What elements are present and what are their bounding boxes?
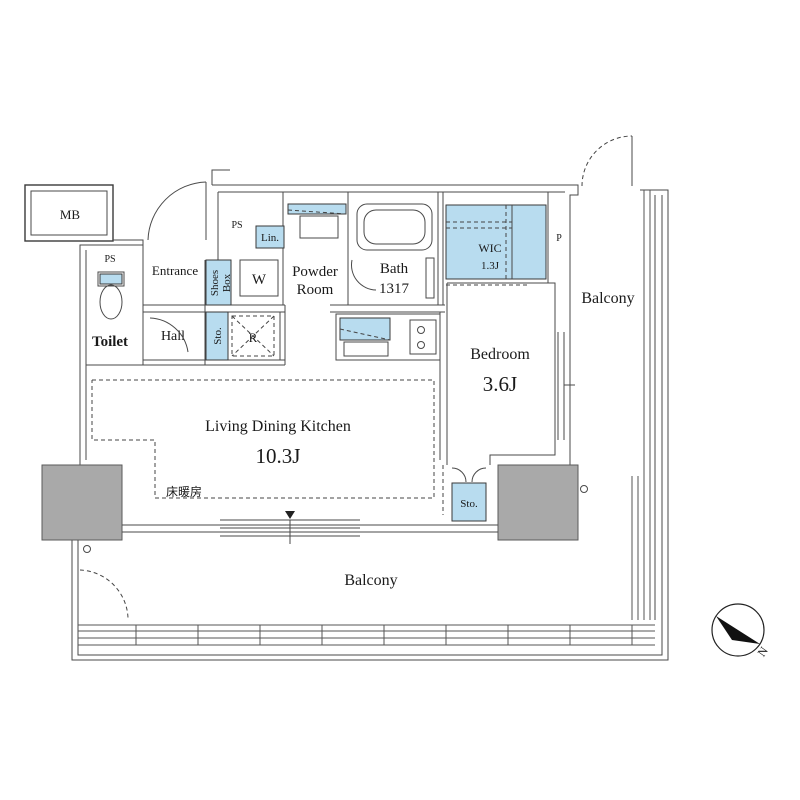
compass-north-label: N [755,644,772,659]
linen-storage [255,225,285,249]
balcony-door-top-icon [581,135,633,187]
kitchen-counter [335,313,441,361]
bathtub-inner [363,209,426,245]
hall-door-icon [149,317,189,353]
wic-size: 1.3J [481,260,500,272]
mb-label: MB [60,207,81,222]
ps-top-label: PS [231,220,242,231]
balcony-outline [71,189,669,661]
balcony-railing-bottom [78,624,655,646]
hall-storage [205,311,229,361]
drain-icon-left [83,545,91,553]
entrance-door-icon [147,181,207,241]
bath-size: 1317 [379,281,410,297]
shoes-box [205,259,232,306]
toilet-label: Toilet [92,334,128,350]
sink-basin-icon [343,341,389,357]
mb-inner [30,190,108,236]
refrigerator-space [231,315,275,357]
bedroom-label: Bedroom [470,346,530,363]
ldk-size: 10.3J [256,444,301,468]
kitchen-sink [339,317,391,341]
compass-ring [711,603,765,657]
entrance-label: Entrance [152,263,198,278]
balcony-right-label: Balcony [581,290,634,307]
wic-label: WIC [478,241,501,255]
washer-space [239,259,279,297]
toilet-fixture [97,271,125,320]
shoes-box-label-1: Shoes [209,270,221,296]
hall-label: Hall [161,329,185,344]
column-right [497,464,579,541]
entry-arrow-icon [285,511,295,519]
bath-shower-rail [425,257,435,299]
bathtub-outer [356,203,433,251]
powder-room-label-1: Powder [292,264,338,280]
bedroom-storage [451,482,487,522]
p-label: P [556,233,562,244]
bath-door-icon [351,259,377,291]
balcony-railing-right [631,190,651,620]
vanity-counter [287,203,347,215]
storage-door-icon-left [451,467,467,483]
drain-icon-right [580,485,588,493]
washer-label: W [252,272,267,288]
bedroom-size: 3.6J [483,372,517,396]
floor-heating-area [91,379,435,499]
wic-storage [445,204,547,280]
balcony-bottom-label: Balcony [344,572,397,589]
compass-needle-icon [716,616,760,644]
powder-room-label-2: Room [297,282,334,298]
refrigerator-label: R [249,330,258,345]
stove-icon [409,319,437,355]
ldk-window [122,519,498,544]
shoes-box-label-2: Box [221,273,233,292]
bedroom-storage-label: Sto. [460,498,478,510]
balcony-door-bottom-icon [79,569,129,619]
column-left [41,464,123,541]
bedroom-window [557,332,575,440]
sink-icon [299,215,339,239]
bath-label: Bath [380,261,409,277]
interior-walls [86,192,556,465]
compass: N [711,603,772,659]
floor-heating-label: 床暖房 [166,484,202,499]
linen-label: Lin. [261,232,279,244]
ldk-label: Living Dining Kitchen [205,418,351,435]
building-walls [42,169,579,466]
storage-door-icon-right [471,467,487,483]
hall-storage-label: Sto. [212,327,224,345]
mb-shaft [24,184,114,242]
ps-left-label: PS [104,254,115,265]
